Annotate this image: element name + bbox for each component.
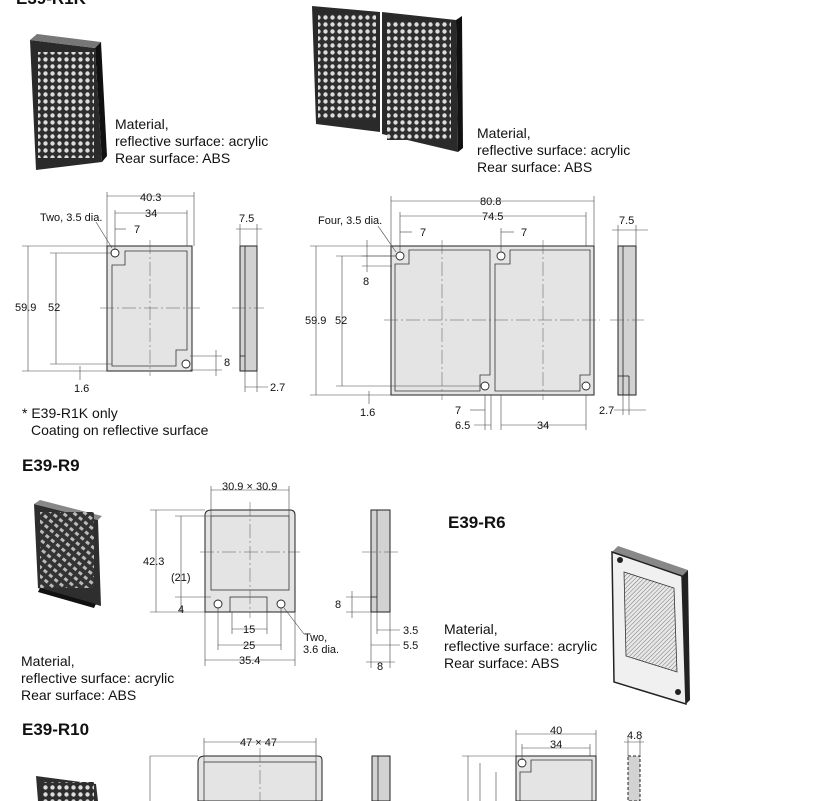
dim-left-hole-offset: 7 bbox=[134, 224, 140, 236]
dim-r10-top-34: 34 bbox=[550, 739, 562, 751]
dim-right-thick: 7.5 bbox=[619, 215, 634, 227]
r10-side-view bbox=[371, 755, 391, 801]
dim-r10-thick: 4.8 bbox=[627, 730, 642, 742]
material-note-2: Material, reflective surface: acrylic Re… bbox=[477, 125, 631, 175]
front-view-right: 80.8 74.5 7 7 Four, 3.5 dia. 8 59.9 52 1… bbox=[305, 196, 600, 432]
dim-r9-bot-25: 25 bbox=[243, 640, 255, 652]
material-note-r9: Material, reflective surface: acrylic Re… bbox=[21, 653, 175, 703]
dim-right-bot-34: 34 bbox=[537, 420, 549, 432]
heading-e39-r6: E39-R6 bbox=[448, 513, 506, 532]
dim-r9-bottom: 4 bbox=[178, 604, 184, 616]
dim-right-hole-offset-a: 7 bbox=[420, 227, 426, 239]
coating-note: * E39-R1K only Coating on reflective sur… bbox=[22, 405, 209, 438]
dim-right-height-outer: 59.9 bbox=[305, 315, 326, 327]
dim-right-bottom-offset: 1.6 bbox=[360, 407, 375, 419]
material-note-r6: Material, reflective surface: acrylic Re… bbox=[444, 621, 598, 671]
dim-left-height-inner: 52 bbox=[48, 302, 60, 314]
dim-r9-side-8: 8 bbox=[335, 599, 341, 611]
heading-e39-r1k: E39-R1K bbox=[16, 0, 86, 9]
dim-r9-holes-l1: Two, bbox=[304, 632, 327, 644]
reflector-photo-single bbox=[30, 34, 107, 170]
heading-e39-r9: E39-R9 bbox=[22, 456, 80, 475]
dim-r9-side-8b: 8 bbox=[377, 661, 383, 673]
r9-photo bbox=[34, 500, 102, 608]
dim-right-width-inner: 74.5 bbox=[482, 211, 503, 223]
dim-left-side-gap: 2.7 bbox=[270, 382, 285, 394]
r10-front-view: 47 × 47 bbox=[149, 737, 323, 801]
dim-right-bot-65: 6.5 bbox=[455, 420, 470, 432]
r9-side-view: 8 3.5 5.5 8 bbox=[335, 509, 418, 673]
side-view-left: 7.5 2.7 bbox=[232, 213, 285, 394]
side-view-right: 7.5 2.7 bbox=[599, 215, 648, 417]
dim-right-height-inner: 52 bbox=[335, 315, 347, 327]
dim-left-thick: 7.5 bbox=[239, 213, 254, 225]
r10-right-front-view: 40 34 bbox=[462, 725, 597, 801]
r9-front-view: 30.9 × 30.9 42.3 (21) 4 15 25 35.4 Two, … bbox=[143, 481, 339, 667]
front-view-left: 40.3 34 7 Two, 3.5 dia. 59.9 52 1.6 8 bbox=[15, 192, 230, 395]
dim-left-width-outer: 40.3 bbox=[140, 192, 161, 204]
heading-e39-r10: E39-R10 bbox=[22, 720, 90, 739]
dim-right-hole-offset-b: 7 bbox=[521, 227, 527, 239]
dim-right-width-outer: 80.8 bbox=[480, 196, 501, 208]
dim-left-holes: Two, 3.5 dia. bbox=[40, 212, 102, 224]
r10-photo bbox=[36, 776, 98, 801]
dim-r10-top: 47 × 47 bbox=[240, 737, 277, 749]
dim-right-hole-v: 8 bbox=[363, 276, 369, 288]
material-note-1: Material, reflective surface: acrylic Re… bbox=[115, 116, 269, 166]
r10-right-side-view: 4.8 bbox=[624, 730, 644, 801]
dim-r9-bot-15: 15 bbox=[243, 624, 255, 636]
dim-r9-side-35: 3.5 bbox=[403, 625, 418, 637]
dim-r10-top-40: 40 bbox=[550, 725, 562, 737]
dim-left-hole-h: 8 bbox=[224, 357, 230, 369]
dim-r9-height-inner: (21) bbox=[171, 572, 191, 584]
r6-photo bbox=[611, 546, 690, 706]
dim-left-height-outer: 59.9 bbox=[15, 302, 36, 314]
dim-r9-holes-l2: 3.6 dia. bbox=[303, 644, 339, 656]
dim-r9-height: 42.3 bbox=[143, 556, 164, 568]
dim-right-side-gap: 2.7 bbox=[599, 405, 614, 417]
dim-left-bottom-offset: 1.6 bbox=[74, 383, 89, 395]
dim-right-holes: Four, 3.5 dia. bbox=[318, 215, 382, 227]
reflector-photo-double bbox=[312, 6, 463, 152]
dim-r9-side-55: 5.5 bbox=[403, 640, 418, 652]
dim-r9-top: 30.9 × 30.9 bbox=[222, 481, 277, 493]
dim-r9-bot-354: 35.4 bbox=[239, 655, 260, 667]
dim-left-width-inner: 34 bbox=[145, 208, 157, 220]
dim-right-bot-7: 7 bbox=[455, 405, 461, 417]
